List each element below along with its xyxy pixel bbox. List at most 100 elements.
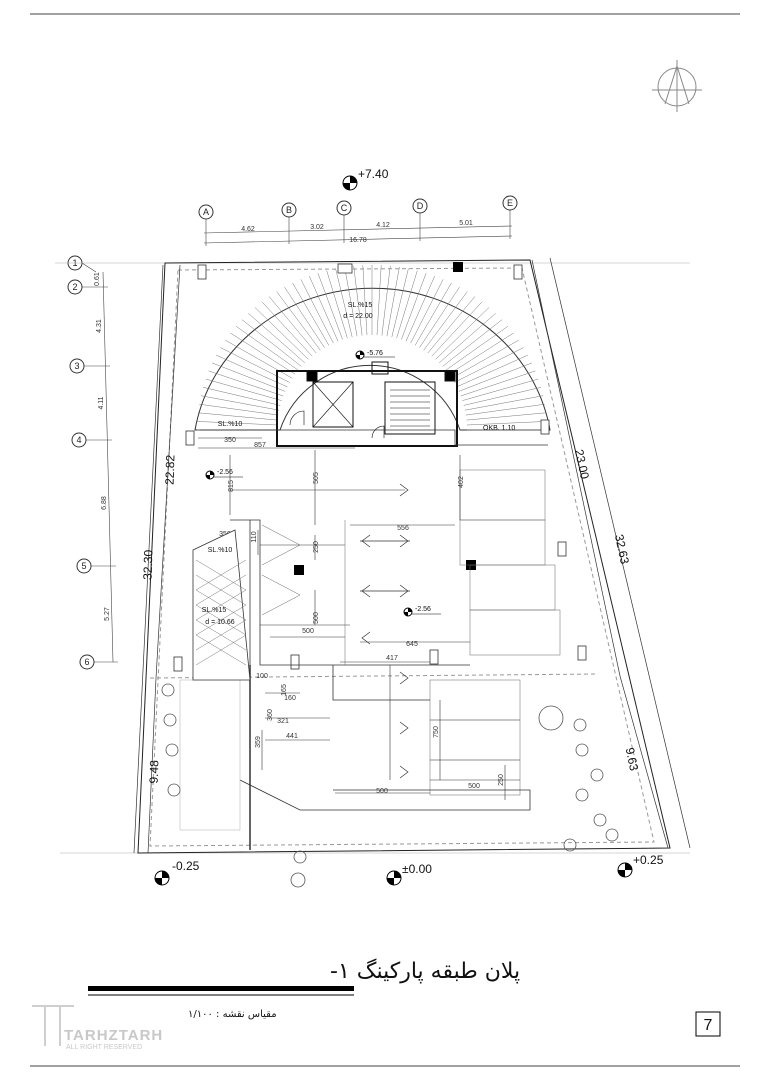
ramp-hatch-line [405, 275, 435, 342]
ramp-hatch-line [439, 313, 496, 363]
dim-505: 505 [313, 472, 320, 484]
dim-right-lower: 9.63 [623, 746, 642, 772]
grid-letter-e: E [507, 198, 513, 208]
ramp-hatch-line [268, 296, 317, 354]
level-center-label: -2.56 [415, 606, 431, 613]
ramp-hatch-line [276, 291, 321, 351]
logo-text: TARHZTARH [64, 1027, 163, 1044]
dim-321: 321 [277, 718, 289, 725]
page-number-box [695, 1011, 721, 1037]
ramp-hatch-line [230, 332, 296, 375]
site-boundary [137, 259, 671, 854]
okb-label: OKB. 1.10 [483, 425, 515, 432]
ramp-hatch-line [212, 362, 286, 392]
ramp-hatch-line [454, 347, 524, 383]
ramp-a-slope: SL.%10 [218, 421, 243, 428]
grid-number-6: 6 [84, 657, 89, 667]
ramp-hatch-line [466, 421, 547, 426]
ramp-hatch-line [235, 325, 299, 371]
ramp-hatch-line [326, 270, 348, 339]
logo-subtext: ALL RIGHT RESERVED [66, 1044, 142, 1051]
ramp-top-slope: SL.%15 [348, 302, 373, 309]
number-spacing-4: 6.88 [101, 496, 108, 510]
dim-250-b: 250 [498, 774, 505, 786]
letter-spacing-2: 3.02 [310, 224, 324, 231]
dim-750: 750 [433, 726, 440, 738]
ramp-hatch-line [442, 319, 503, 367]
dim-815: 815 [228, 480, 235, 492]
grid-number-3: 3 [74, 361, 79, 371]
ramp-hatch-line [197, 412, 278, 421]
level-bottom-center-label: ±0.00 [402, 862, 432, 876]
ramp-b-slope: SL.%10 [208, 547, 233, 554]
dim-left-total: 32.30 [140, 549, 155, 580]
ramp-top-d: d = 22.00 [343, 313, 372, 320]
dim-417: 417 [386, 655, 398, 662]
level-marker-left-mid: -2.56 [205, 469, 243, 480]
grid-letter-d: D [417, 201, 424, 211]
grid-letter-b: B [286, 205, 292, 215]
ramp-hatch-line [353, 265, 363, 336]
dim-500-b: 500 [302, 628, 314, 635]
ramp-hatch-line [376, 265, 382, 336]
level-bottom-right-label: +0.25 [633, 853, 664, 867]
number-dimension-chain [81, 262, 118, 663]
level-left-mid-label: -2.56 [217, 469, 233, 476]
level-top-label: +7.40 [358, 167, 389, 181]
dim-left-upper: 22.82 [162, 454, 177, 485]
ramp-hatch-line [427, 296, 476, 354]
ramp-hatch-line [460, 370, 536, 397]
landscape-trees [161, 683, 619, 888]
ramp-hatch-line [254, 307, 309, 360]
level-marker-bottom-center: ±0.00 [386, 862, 432, 886]
left-dimension-lines [133, 264, 181, 854]
number-spacing-3: 4.11 [98, 396, 105, 409]
ramp-hatch-line [451, 339, 519, 379]
building-core [276, 361, 458, 447]
scale-label: مقیاس نقشه : ۱/۱۰۰ [188, 1009, 277, 1020]
dim-441: 441 [286, 733, 298, 740]
left-ramp [192, 529, 251, 681]
ramp-hatch-line [410, 279, 444, 344]
ramp-hatch-line [464, 395, 544, 411]
ramp-hatch-line [423, 291, 468, 351]
ramp-hatch-line [317, 273, 343, 340]
dim-165: 165 [281, 684, 288, 696]
grid-letter-c: C [341, 203, 348, 213]
ramp-hatch-line [215, 354, 288, 388]
dim-857: 857 [254, 442, 266, 449]
ramp-hatch-line [197, 421, 278, 426]
ramp-hatch-line [205, 378, 282, 401]
ramp-hatch-line [391, 268, 409, 338]
dim-360: 360 [267, 709, 274, 721]
ramp-hatch-line [300, 279, 334, 344]
dim-556: 556 [397, 525, 409, 532]
grid-number-5: 5 [81, 561, 86, 571]
tarhztarh-logo: TARHZTARH ALL RIGHT RESERVED [32, 1005, 163, 1051]
number-spacing-2: 4.31 [96, 319, 103, 333]
ramp-hatch-line [396, 270, 418, 339]
right-dimension-lines [531, 257, 691, 849]
level-marker-ramp: -5.76 [355, 350, 395, 360]
drawing-title: پلان طبقه پارکینگ ۱- [330, 958, 520, 984]
ramp-hatch-line [344, 266, 358, 337]
letter-dimension-chain [203, 210, 513, 246]
ramp-left-d: d = 10.66 [205, 619, 234, 626]
north-arrow-icon [652, 60, 702, 112]
ramp-hatch-line [309, 275, 339, 342]
level-bottom-left-label: -0.25 [172, 859, 200, 873]
ramp-hatch-line [284, 286, 325, 348]
ramp-hatch-line [458, 362, 532, 392]
letter-spacing-1: 4.62 [241, 226, 255, 233]
ramp-hatch-line [414, 282, 452, 346]
ramp-hatch-line [462, 378, 539, 401]
ramp-hatch-line [200, 395, 280, 411]
ramp-hatch-line [401, 273, 427, 340]
ramp-hatch-line [465, 403, 545, 416]
dim-359: 359 [255, 736, 262, 748]
ramp-hatch-line [220, 347, 290, 383]
dim-350-a: 350 [224, 437, 236, 444]
page-number: 7 [704, 1017, 713, 1034]
dim-100: 100 [256, 673, 268, 680]
